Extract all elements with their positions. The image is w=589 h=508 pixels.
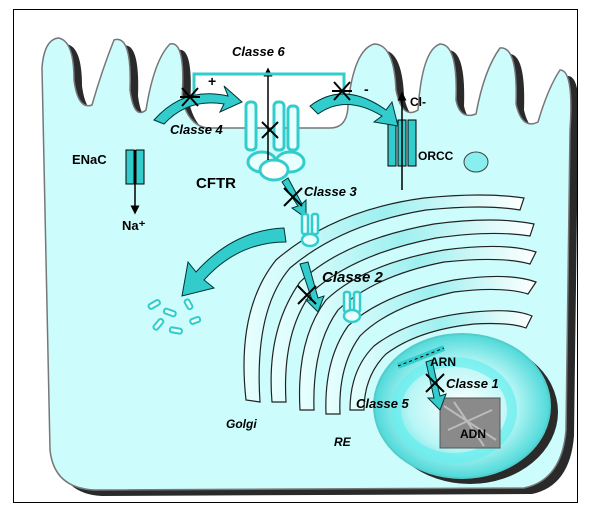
cftr-protein: [246, 102, 304, 180]
label-plus: +: [208, 73, 216, 89]
vesicle: [464, 152, 488, 172]
label-minus: -: [364, 81, 369, 97]
label-enac: ENaC: [72, 152, 107, 167]
diagram-frame: Classe 6 + - Classe 4 CFTR Cl- ORCC ENaC…: [13, 9, 578, 503]
classe6-bracket: [194, 74, 344, 96]
label-classe2: Classe 2: [322, 269, 384, 286]
label-classe5: Classe 5: [356, 396, 410, 411]
label-cl: Cl-: [410, 95, 426, 109]
label-orcc: ORCC: [418, 149, 454, 163]
label-classe1: Classe 1: [446, 376, 499, 391]
label-classe6: Classe 6: [232, 44, 286, 59]
label-golgi: Golgi: [226, 417, 257, 431]
cell-diagram: Classe 6 + - Classe 4 CFTR Cl- ORCC ENaC…: [14, 10, 578, 503]
label-classe3: Classe 3: [304, 184, 358, 199]
label-adn: ADN: [460, 427, 486, 441]
label-arn: ARN: [430, 355, 456, 369]
label-na: Na⁺: [122, 218, 146, 233]
label-re: RE: [334, 435, 352, 449]
label-classe4: Classe 4: [170, 122, 224, 137]
label-cftr: CFTR: [196, 175, 236, 192]
